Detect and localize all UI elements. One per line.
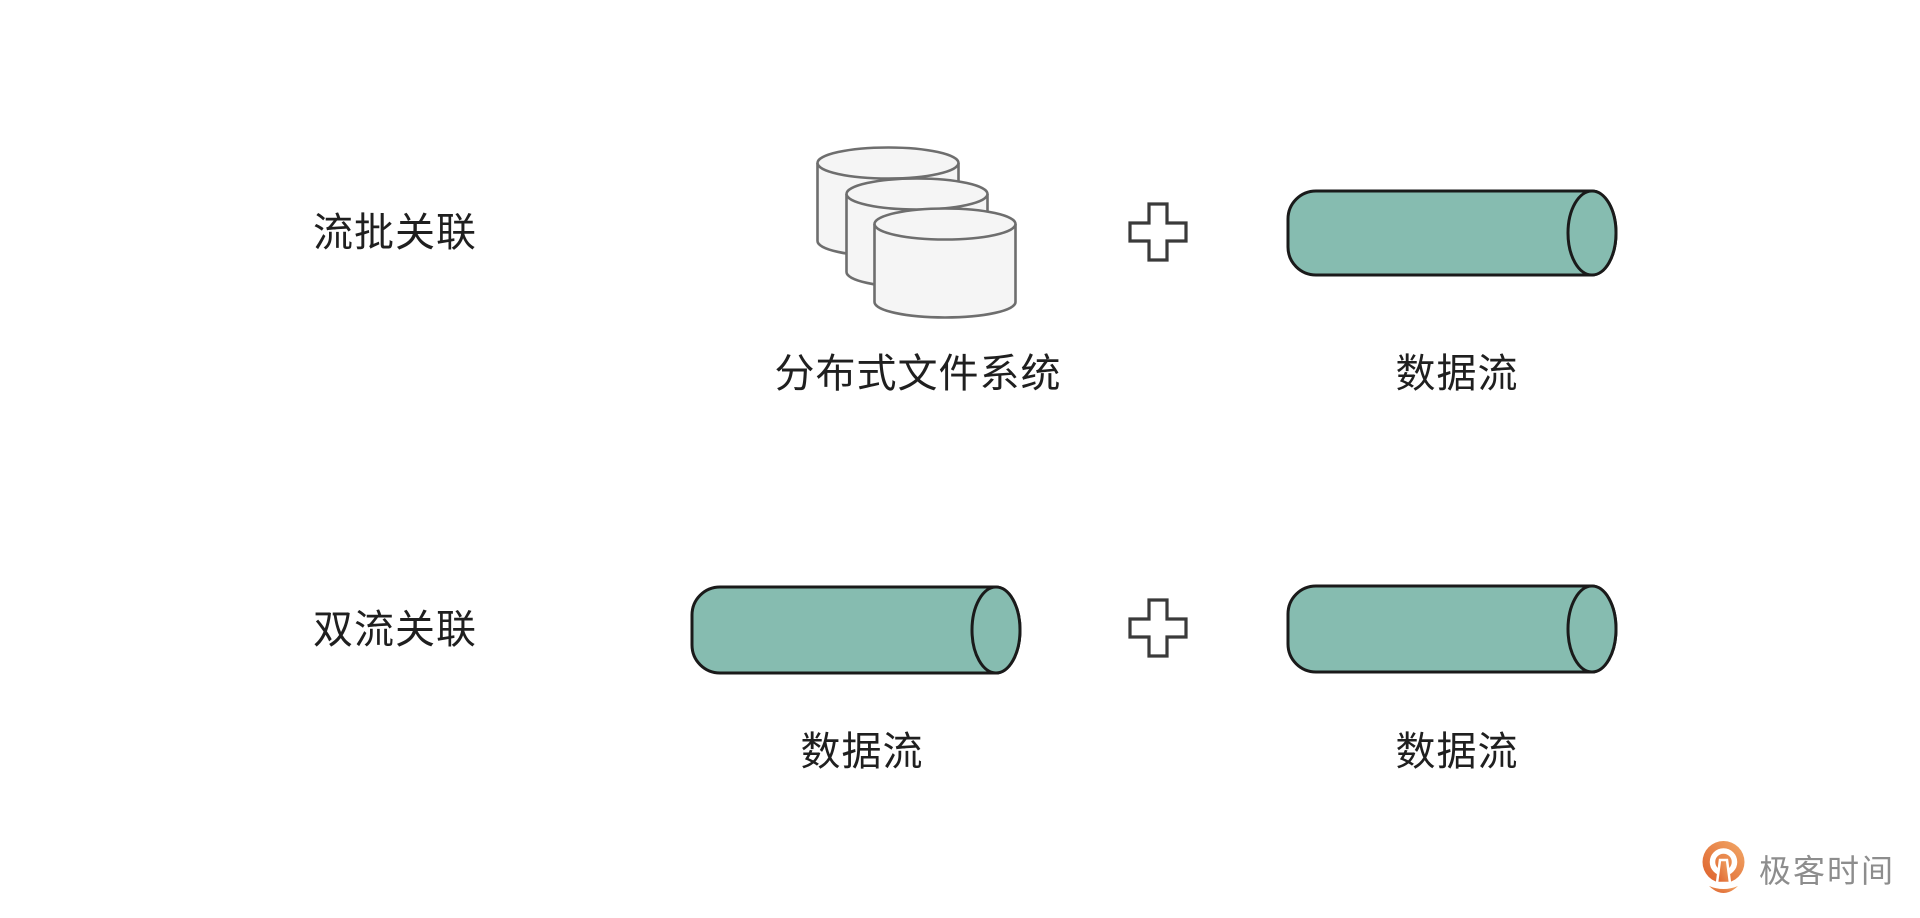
plus-icon bbox=[1128, 202, 1188, 262]
geektime-logo-icon bbox=[1702, 841, 1745, 893]
cylinder-end-cap bbox=[1566, 189, 1618, 277]
logo-tail bbox=[1709, 886, 1738, 893]
stream-cylinder-icon bbox=[690, 585, 1022, 675]
row2-right-caption: 数据流 bbox=[1395, 730, 1519, 774]
stream-cylinder-icon bbox=[1286, 189, 1618, 277]
cylinder-end-cap bbox=[1566, 584, 1618, 674]
database-cylinder-front bbox=[873, 207, 1017, 319]
stream-cylinder-icon bbox=[1286, 584, 1618, 674]
row2-left-caption: 数据流 bbox=[800, 730, 924, 774]
database-stack-icon bbox=[816, 146, 1017, 319]
row1-label: 流批关联 bbox=[313, 211, 477, 255]
brand-name: 极客时间 bbox=[1759, 853, 1896, 889]
plus-icon bbox=[1128, 598, 1188, 658]
row2-label: 双流关联 bbox=[313, 608, 477, 652]
brand-watermark: 极客时间 bbox=[1700, 840, 1895, 898]
row1-right-caption: 数据流 bbox=[1395, 352, 1519, 396]
logo-needle bbox=[1715, 858, 1732, 885]
cylinder-end-cap bbox=[970, 585, 1022, 675]
row1-left-caption: 分布式文件系统 bbox=[774, 352, 1062, 396]
